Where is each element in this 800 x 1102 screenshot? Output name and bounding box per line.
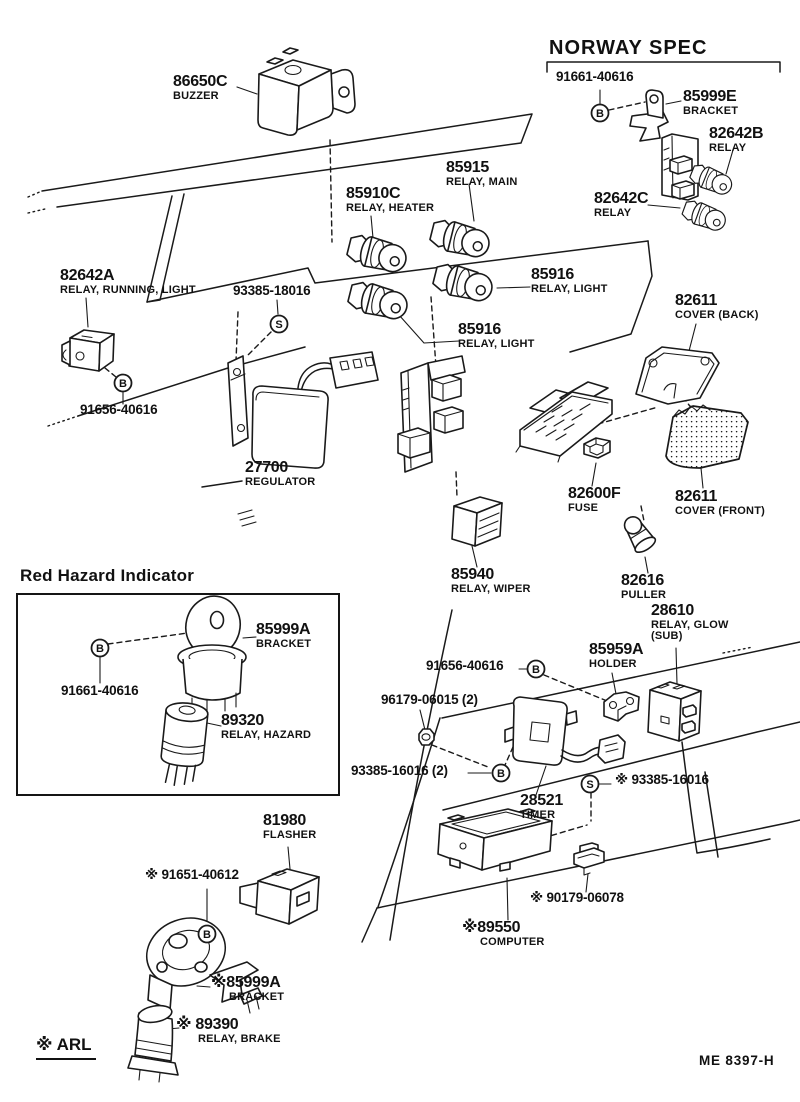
part-label-puller: 82616 PULLER — [621, 572, 667, 601]
fuse-box-art — [515, 381, 613, 463]
part-label-relay-light-lower: 85916 RELAY, LIGHT — [458, 321, 535, 350]
hazard-indicator-box — [16, 593, 340, 796]
part-label-relay-wiper: 85940 RELAY, WIPER — [451, 566, 531, 595]
relay-wiper-art — [451, 496, 503, 547]
relay-heater-art — [344, 231, 411, 277]
svg-text:B: B — [497, 768, 505, 780]
part-label-relay-main: 85915 RELAY, MAIN — [446, 159, 518, 188]
part-label-cover-back: 82611 COVER (BACK) — [675, 292, 759, 321]
holder-art — [603, 691, 640, 722]
norway-section-title: NORWAY SPEC — [549, 37, 708, 59]
part-label-computer: ※89550 COMPUTER — [462, 919, 545, 948]
part-label-holder: 85959A HOLDER — [589, 641, 644, 670]
part-label-hazard-bracket: 85999A BRACKET — [256, 621, 312, 650]
part-label-timer: 28521 TIMER — [520, 792, 563, 821]
screw-symbol-bottom: S — [580, 774, 600, 794]
puller-art — [623, 515, 657, 554]
part-label-relay-brake: ※ 89390 RELAY, BRAKE — [176, 1016, 281, 1045]
part-label-fuse: 82600F FUSE — [568, 485, 621, 514]
part-label-bolt-40616-left: 91656-40616 — [80, 402, 158, 417]
relay-block-art — [397, 355, 466, 473]
timer-art — [504, 696, 626, 766]
part-label-screw-06078: ※ 90179-06078 — [530, 890, 624, 905]
part-label-screw-16016-2: 93385-16016 (2) — [351, 763, 448, 778]
nut-art — [418, 728, 435, 746]
part-label-nut-06015: 96179-06015 (2) — [381, 692, 478, 707]
relay-glow-art — [647, 681, 702, 742]
bolt-symbol-flasher: B — [197, 924, 217, 944]
bolt-symbol-norway: B — [590, 103, 610, 123]
leader-lines — [85, 86, 734, 1030]
svg-text:B: B — [96, 643, 104, 655]
norway-section-bracket — [546, 61, 781, 73]
part-label-regulator: 27700 REGULATOR — [245, 459, 316, 488]
dash-panel-lines — [27, 113, 653, 527]
clip-90179-art — [573, 842, 605, 876]
part-label-bolt-40612: ※ 91651-40612 — [145, 867, 239, 882]
bolt-symbol-mid-bottom: B — [491, 763, 511, 783]
part-label-relay-b: 82642B RELAY — [709, 125, 764, 154]
part-label-relay-heater: 85910C RELAY, HEATER — [346, 185, 435, 214]
relay-light-lower-art — [345, 278, 412, 324]
relay-82642c-art — [679, 197, 730, 235]
computer-art — [437, 808, 553, 872]
flasher-art — [239, 868, 320, 925]
bolt-symbol-left: B — [113, 373, 133, 393]
arl-footnote: ※ ARL — [36, 1036, 96, 1060]
norway-relay-plate-art — [661, 133, 699, 201]
part-label-brake-bracket: ※85999A BRACKET — [211, 974, 285, 1003]
part-label-relay-hazard: 89320 RELAY, HAZARD — [221, 712, 312, 741]
bolt-symbol-mid-top: B — [526, 659, 546, 679]
part-label-screw-18016: 93385-18016 — [233, 283, 311, 298]
regulator-art — [227, 351, 379, 469]
relay-brake-art — [127, 1004, 179, 1083]
dashed-leader-lines — [104, 101, 693, 939]
relay-light-right-art — [430, 260, 497, 306]
svg-text:B: B — [119, 378, 127, 390]
hazard-bracket-art — [177, 595, 247, 718]
part-label-cover-front: 82611 COVER (FRONT) — [675, 488, 765, 517]
doc-code: ME 8397-H — [699, 1053, 775, 1068]
svg-text:B: B — [532, 664, 540, 676]
relay-main-art — [427, 216, 494, 262]
cover-front-art — [665, 404, 749, 469]
part-label-relay-light-right: 85916 RELAY, LIGHT — [531, 266, 608, 295]
part-label-bolt-40616-mid: 91656-40616 — [426, 658, 504, 673]
relay-hazard-art — [160, 702, 209, 786]
part-label-flasher: 81980 FLASHER — [263, 812, 317, 841]
part-label-screw-16016: ※ 93385-16016 — [615, 772, 709, 787]
part-label-norway-bracket: 85999E BRACKET — [683, 88, 739, 117]
hazard-box-title: Red Hazard Indicator — [20, 566, 195, 585]
part-label-hazard-bolt: 91661-40616 — [61, 683, 139, 698]
fuse-art — [583, 437, 611, 459]
part-label-relay-c: 82642C RELAY — [594, 190, 649, 219]
part-label-relay-glow: 28610 RELAY, GLOW (SUB) — [651, 602, 729, 643]
svg-text:B: B — [596, 108, 604, 120]
cover-back-art — [635, 346, 720, 405]
part-label-relay-running: 82642A RELAY, RUNNING, LIGHT — [60, 267, 196, 296]
svg-text:B: B — [203, 929, 211, 941]
norway-bracket-art — [629, 89, 669, 142]
part-label-norway-bolt: 91661-40616 — [556, 69, 634, 84]
relay-running-light-art — [61, 329, 115, 372]
buzzer-art — [257, 47, 356, 136]
svg-text:S: S — [586, 779, 593, 791]
bolt-symbol-hazard: B — [90, 638, 110, 658]
part-label-buzzer: 86650C BUZZER — [173, 73, 228, 102]
svg-text:S: S — [275, 319, 282, 331]
screw-symbol-top: S — [269, 314, 289, 334]
